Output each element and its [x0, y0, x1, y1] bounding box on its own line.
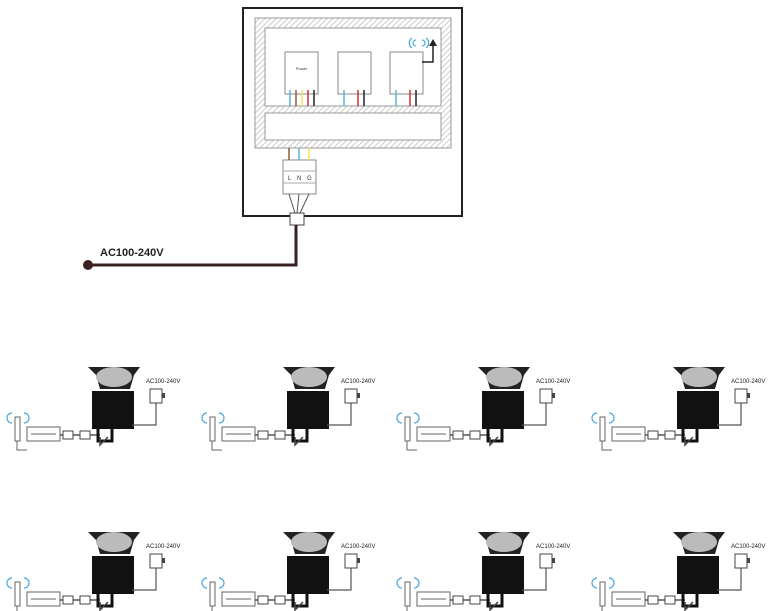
power-plug-icon — [539, 553, 553, 569]
ac-label: AC100-240V — [731, 379, 765, 385]
module-label: Power — [296, 66, 308, 71]
power-plug-icon — [734, 388, 748, 404]
terminal-label-l: L — [288, 176, 292, 182]
high-bay-lamp-icon — [673, 532, 725, 611]
antenna-signal-icon — [408, 37, 430, 49]
lamp-unit: AC100-240V — [201, 367, 375, 451]
ac-label: AC100-240V — [146, 544, 180, 550]
ac-label: AC100-240V — [536, 544, 570, 550]
ac-label: AC100-240V — [731, 544, 765, 550]
high-bay-lamp-icon — [673, 367, 725, 447]
power-plug-icon — [539, 388, 553, 404]
module-0: Power — [284, 51, 319, 106]
mains-cable — [83, 225, 298, 270]
ac-label: AC100-240V — [146, 379, 180, 385]
mains-label: AC100-240V — [100, 247, 164, 259]
signal-icon — [396, 577, 420, 589]
module-2 — [389, 51, 424, 106]
ac-label: AC100-240V — [341, 544, 375, 550]
signal-icon — [201, 412, 225, 424]
control-box: Power L N G — [242, 7, 463, 226]
high-bay-lamp-icon — [478, 367, 530, 447]
lamp-unit: AC100-240V — [6, 367, 180, 451]
lamp-unit: AC100-240V — [591, 367, 765, 451]
ac-label: AC100-240V — [536, 379, 570, 385]
power-plug-icon — [734, 553, 748, 569]
signal-icon — [6, 412, 30, 424]
power-plug-icon — [149, 553, 163, 569]
signal-icon — [201, 577, 225, 589]
lamp-unit: AC100-240V — [201, 532, 375, 611]
signal-icon — [591, 412, 615, 424]
lamp-unit: AC100-240V — [396, 367, 570, 451]
terminal-label-g: G — [307, 176, 312, 182]
signal-icon — [591, 577, 615, 589]
signal-icon — [396, 412, 420, 424]
high-bay-lamp-icon — [88, 367, 140, 447]
power-plug-icon — [344, 553, 358, 569]
power-plug-icon — [344, 388, 358, 404]
terminal-block: L N G — [282, 159, 317, 195]
module-1 — [337, 51, 372, 106]
ac-label: AC100-240V — [341, 379, 375, 385]
terminal-label-n: N — [297, 176, 301, 182]
lamp-unit: AC100-240V — [591, 532, 765, 611]
signal-icon — [6, 577, 30, 589]
high-bay-lamp-icon — [88, 532, 140, 611]
high-bay-lamp-icon — [283, 532, 335, 611]
high-bay-lamp-icon — [283, 367, 335, 447]
power-plug-icon — [149, 388, 163, 404]
lamp-unit: AC100-240V — [396, 532, 570, 611]
lamp-unit: AC100-240V — [6, 532, 180, 611]
high-bay-lamp-icon — [478, 532, 530, 611]
